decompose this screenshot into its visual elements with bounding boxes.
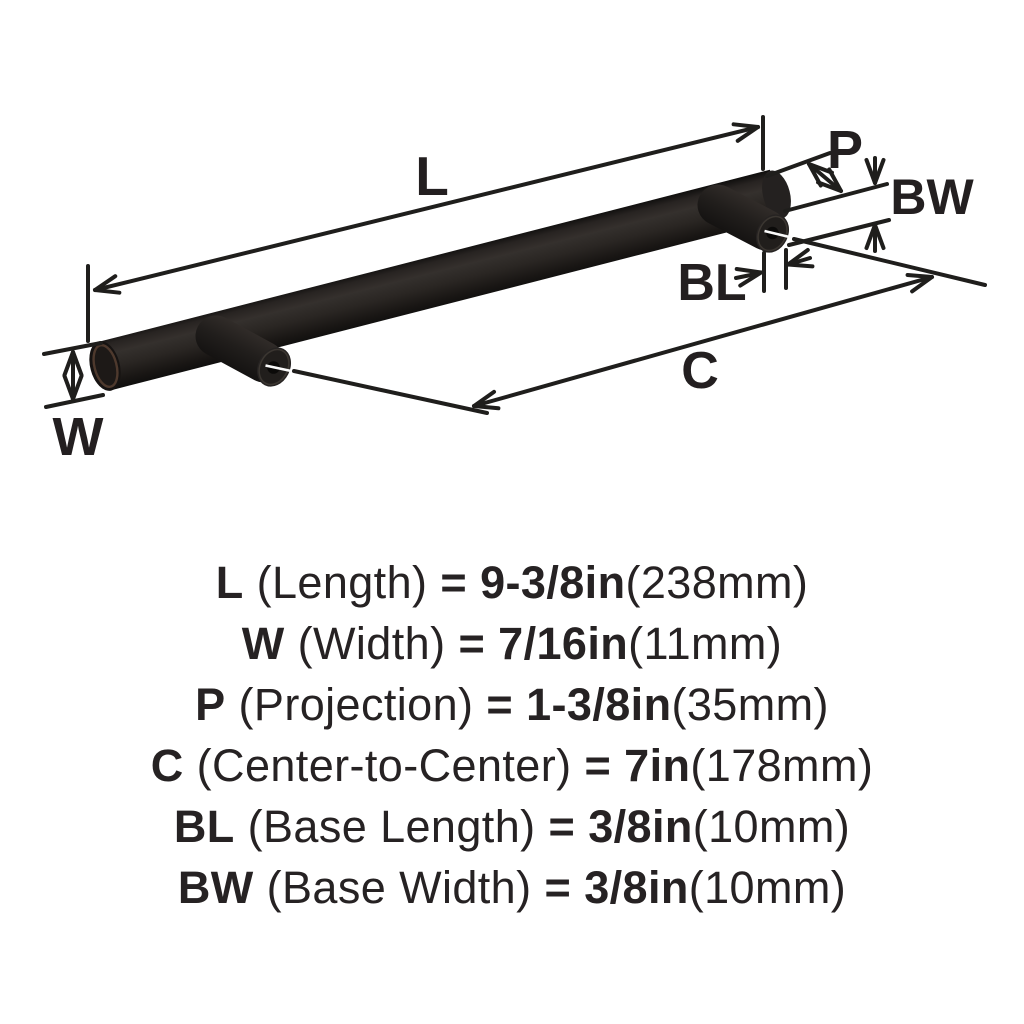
C-extension-line-right <box>792 237 987 287</box>
equals-sign: = <box>584 739 612 791</box>
bar-body <box>98 169 783 391</box>
equals-sign: = <box>544 861 572 913</box>
label-base-width: BW <box>890 169 974 225</box>
spec-label: P <box>195 678 226 730</box>
dimension-callouts <box>42 115 987 417</box>
spec-label: C <box>150 739 184 791</box>
spec-value-imperial: 9-3/8in <box>480 556 626 608</box>
bar-pull-illustration <box>89 169 792 391</box>
spec-name: (Projection) <box>238 678 474 730</box>
W-extension-tick-upper <box>42 341 103 356</box>
spec-value-imperial: 3/8in <box>584 861 689 913</box>
equals-sign: = <box>440 556 468 608</box>
spec-name: (Base Width) <box>266 861 532 913</box>
right-post <box>697 184 787 251</box>
W-extension-tick-lower <box>44 393 105 409</box>
C-extension-line-left <box>292 369 489 415</box>
label-center-to-center: C <box>681 342 719 400</box>
spec-value-imperial: 7/16in <box>498 617 629 669</box>
spec-value-metric: (178mm) <box>690 739 874 791</box>
equals-sign: = <box>458 617 486 669</box>
spec-name: (Width) <box>297 617 446 669</box>
spec-value-imperial: 7in <box>624 739 691 791</box>
spec-label: L <box>215 556 244 608</box>
dimension-L <box>86 115 765 343</box>
equals-sign: = <box>486 678 514 730</box>
right-screw-axis-highlight <box>764 229 792 239</box>
bronze-ring <box>92 343 119 389</box>
label-base-length: BL <box>677 254 746 312</box>
spec-row-center-to-center: C(Center-to-Center)=7in(178mm) <box>151 735 873 796</box>
bar-right-end-cap <box>762 170 791 219</box>
spec-value-metric: (35mm) <box>671 678 829 730</box>
label-length: L <box>415 145 449 207</box>
C-dimension-line <box>472 275 934 408</box>
left-screw-axis-highlight <box>265 364 294 373</box>
spec-row-length: L(Length)=9-3/8in(238mm) <box>216 552 809 613</box>
label-projection: P <box>827 120 863 180</box>
spec-value-imperial: 3/8in <box>588 800 693 852</box>
label-width: W <box>53 407 104 467</box>
BL-arrow-stem-left <box>734 271 760 280</box>
spec-value-imperial: 1-3/8in <box>526 678 672 730</box>
dimension-P <box>765 151 849 200</box>
spec-value-metric: (10mm) <box>692 800 851 852</box>
dimension-C <box>292 237 987 417</box>
spec-name: (Center-to-Center) <box>196 739 572 791</box>
spec-row-base-width: BW(Base Width)=3/8in(10mm) <box>178 857 846 918</box>
spec-list: L(Length)=9-3/8in(238mm) W(Width)=7/16in… <box>0 552 1024 918</box>
equals-sign: = <box>548 800 576 852</box>
spec-row-width: W(Width)=7/16in(11mm) <box>242 613 782 674</box>
dimension-BL <box>734 247 815 293</box>
spec-label: BL <box>173 800 235 852</box>
spec-label: W <box>241 617 285 669</box>
spec-label: BW <box>177 861 254 913</box>
spec-name: (Length) <box>256 556 428 608</box>
spec-row-base-length: BL(Base Length)=3/8in(10mm) <box>174 796 850 857</box>
left-post <box>195 315 285 383</box>
L-dimension-line <box>93 125 760 292</box>
P-extension-line-top <box>765 151 832 178</box>
spec-row-projection: P(Projection)=1-3/8in(35mm) <box>195 674 829 735</box>
spec-name: (Base Length) <box>247 800 536 852</box>
spec-value-metric: (10mm) <box>688 861 847 913</box>
spec-value-metric: (11mm) <box>628 617 783 669</box>
BW-extension-line-upper <box>783 182 889 213</box>
spec-value-metric: (238mm) <box>625 556 809 608</box>
P-dimension-line <box>807 162 843 193</box>
dimension-W <box>42 341 105 409</box>
